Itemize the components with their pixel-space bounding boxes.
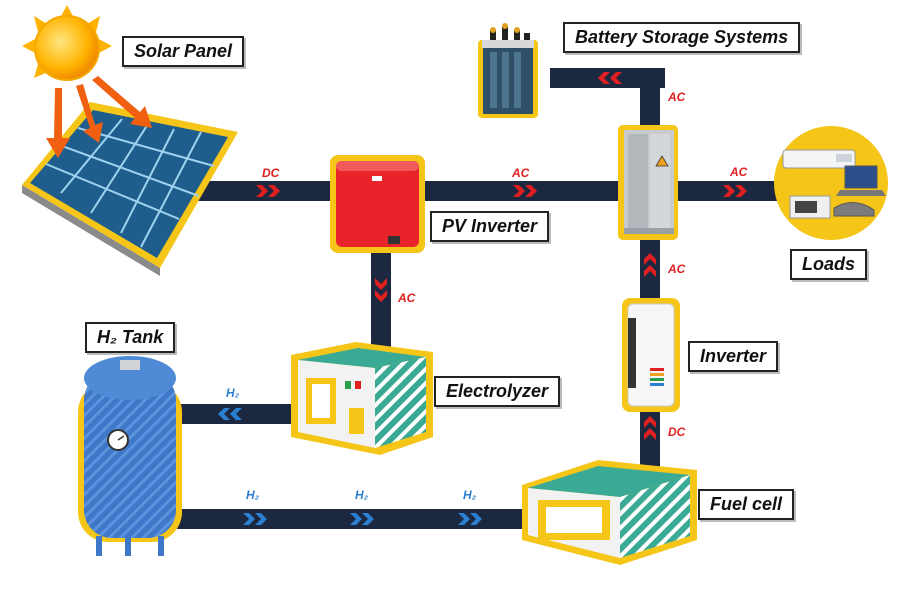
flow-label-ac-electrolyzer: AC — [398, 291, 416, 305]
arrow-ac-pv-cabinet — [513, 185, 537, 197]
electric-flow-arrows — [256, 72, 747, 440]
label-h2-tank: H₂ Tank — [85, 322, 176, 353]
battery-icon — [478, 23, 538, 118]
flow-label-ac-inverter: AC — [668, 262, 686, 276]
pv-inverter-icon — [330, 155, 425, 253]
switch-cabinet-icon — [618, 125, 678, 240]
electrolyzer-icon — [291, 342, 433, 455]
label-pv-inverter: PV Inverter — [430, 211, 550, 242]
sun-icon — [22, 5, 152, 158]
label-solar-panel: Solar Panel — [122, 36, 245, 67]
arrow-h2-fuelcell-1 — [243, 513, 267, 525]
arrow-h2-fuelcell-2 — [350, 513, 374, 525]
label-fuel-cell: Fuel cell — [698, 489, 795, 520]
connection-lines — [170, 68, 785, 529]
flow-label-h2-to-tank: H₂ — [226, 386, 240, 400]
hydrogen-flow-arrows — [218, 408, 482, 525]
label-battery-storage: Battery Storage Systems — [563, 22, 801, 53]
flow-label-dc-solar: DC — [262, 166, 280, 180]
solar-panel-icon — [22, 102, 238, 276]
arrow-h2-fuelcell-3 — [458, 513, 482, 525]
arrow-dc-fuelcell-inverter — [644, 416, 656, 440]
flow-label-dc-fuelcell: DC — [668, 425, 686, 439]
flow-label-h2-fuelcell-1: H₂ — [246, 488, 260, 502]
line-battery-horizontal — [550, 68, 665, 88]
fuel-cell-icon — [522, 460, 697, 565]
inverter-icon — [622, 298, 680, 412]
arrow-ac-battery — [598, 72, 622, 84]
flow-label-h2-fuelcell-3: H₂ — [463, 488, 477, 502]
arrow-ac-electrolyzer — [375, 278, 387, 302]
flow-label-h2-fuelcell-2: H₂ — [355, 488, 369, 502]
arrow-dc-solar — [256, 185, 280, 197]
loads-icon — [774, 126, 888, 240]
arrow-ac-inverter-cabinet — [644, 253, 656, 277]
label-inverter: Inverter — [688, 341, 779, 372]
label-loads: Loads — [790, 249, 868, 280]
hydrogen-tank-icon — [78, 356, 182, 556]
line-pv-to-electrolyzer — [371, 250, 391, 360]
arrow-h2-to-tank — [218, 408, 242, 420]
label-electrolyzer: Electrolyzer — [434, 376, 561, 407]
flow-label-ac-loads: AC — [730, 165, 748, 179]
arrow-ac-loads — [723, 185, 747, 197]
flow-label-ac-pv-cabinet: AC — [512, 166, 530, 180]
flow-label-ac-battery: AC — [668, 90, 686, 104]
line-battery-vertical — [640, 68, 660, 143]
